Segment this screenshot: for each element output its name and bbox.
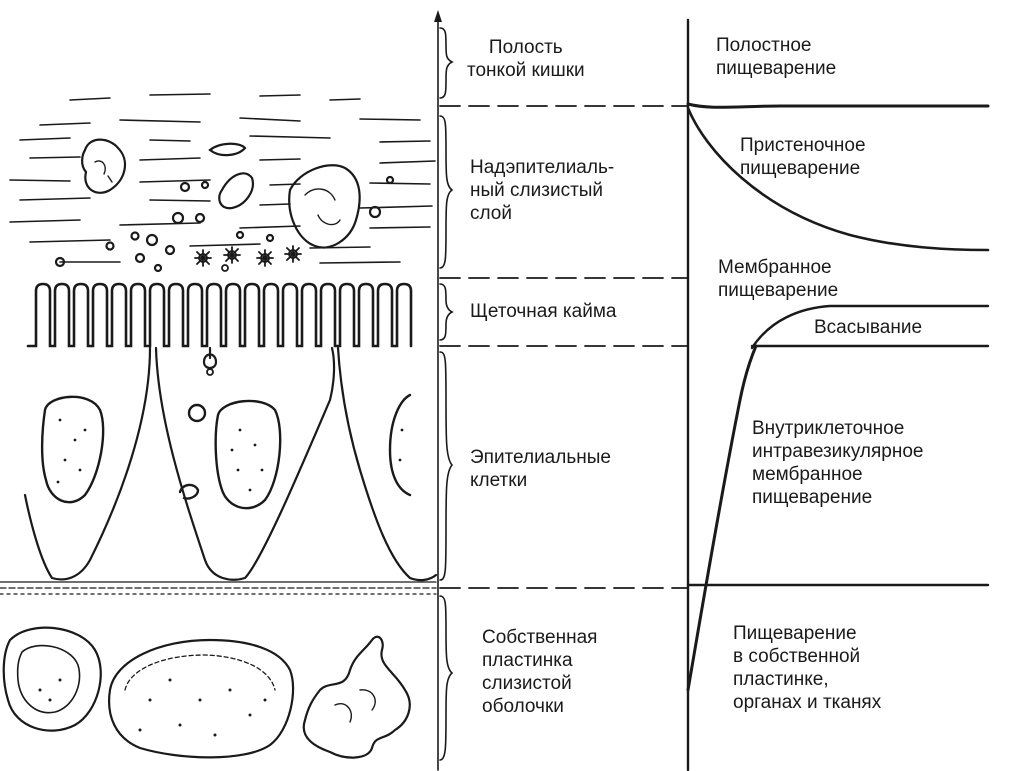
- label-parietal-digestion: Пристеночное пищеварение: [740, 135, 866, 179]
- label-brush-border: Щеточная кайма: [470, 301, 617, 322]
- layer-axis-arrow: [434, 10, 442, 22]
- brush-border: [26, 282, 413, 348]
- label-absorption: Всасывание: [814, 317, 923, 338]
- label-mucus-layer: Надэпителиаль- ный слизистый слой: [470, 157, 615, 224]
- enzyme-stars: [194, 245, 302, 272]
- label-epithelial-cells: Эпителиальные клетки: [470, 447, 611, 491]
- absorption-top: [750, 304, 990, 350]
- label-lamina-propria: Собственная пластинка слизистой оболочки: [482, 627, 598, 717]
- label-membrane-digestion: Мембранное пищеварение: [718, 257, 839, 301]
- parietal-curve: [686, 106, 990, 252]
- cavity-curve: [686, 102, 990, 109]
- cell-nuclei: [40, 393, 412, 510]
- intracellular-curve: [686, 344, 758, 692]
- mucus-particles: [54, 138, 395, 273]
- nuclei-dots: [56, 418, 404, 492]
- layer-braces: [439, 27, 454, 761]
- lamina-cells: [2, 626, 411, 759]
- label-cavity-digestion: Полостное пищеварение: [716, 35, 837, 79]
- basement-membrane: [0, 581, 437, 595]
- lamina-dots: [38, 678, 267, 737]
- layer-separators: [439, 105, 689, 589]
- label-intracellular-digestion: Внутриклеточное интравезикулярное мембра…: [752, 418, 924, 508]
- mucus-strokes: [9, 93, 436, 264]
- label-tissue-digestion: Пищеварение в собственной пластинке, орг…: [733, 623, 882, 713]
- epithelial-cells: [23, 346, 438, 582]
- label-lumen: Полость тонкой кишки: [467, 37, 585, 81]
